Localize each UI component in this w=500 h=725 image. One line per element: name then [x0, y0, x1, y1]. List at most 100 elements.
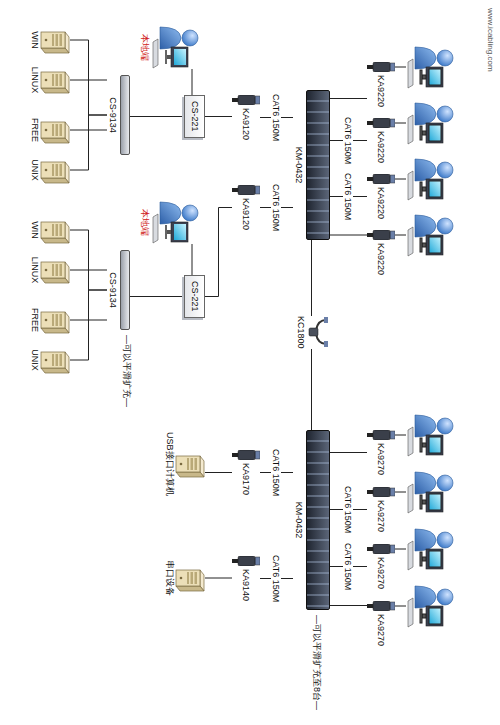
- dongle-icon: [367, 544, 395, 554]
- device-label: FREE: [29, 118, 40, 142]
- switch-chassis: [306, 90, 330, 240]
- adapter-dongle: KA9220: [367, 230, 395, 275]
- cable-connector: [70, 80, 107, 81]
- cable-label: CAT6 150M: [272, 183, 282, 232]
- adapter-dongle: KA9270: [367, 544, 395, 589]
- device-label: 串口设备: [164, 560, 175, 596]
- computer-icon: [40, 65, 70, 95]
- device-label: CS-9134: [107, 272, 118, 308]
- workstation: [408, 159, 453, 200]
- cable-connector: [330, 605, 367, 606]
- workstation: [408, 415, 453, 456]
- console-cable: [395, 67, 406, 606]
- computer-icon: [40, 155, 70, 185]
- computer: LINUX: [29, 255, 70, 285]
- cable-label: CAT6 150M: [344, 542, 354, 591]
- dongle-icon: [367, 430, 395, 440]
- dongle-icon: [232, 556, 260, 566]
- cable-icon: [309, 317, 328, 347]
- workstation: [408, 103, 453, 144]
- device-label: KA9170: [241, 463, 252, 495]
- computer-icon: [40, 215, 70, 245]
- computer: UNIX: [29, 345, 70, 375]
- dongle-icon: [367, 601, 395, 611]
- cable-label: CAT6 150M: [344, 172, 354, 221]
- cable-connector: [192, 69, 193, 95]
- kvm-box: CS-221: [184, 275, 205, 318]
- computer-icon: [40, 345, 70, 375]
- rack-chassis: [120, 75, 130, 155]
- cable-label: CAT6 150M: [272, 448, 282, 497]
- local-console: 本地端: [139, 25, 200, 69]
- cable-label: CAT6 150M: [344, 116, 354, 165]
- device-label: KA9270: [376, 443, 387, 475]
- computer-icon: [40, 305, 70, 335]
- dongle-icon: [232, 185, 260, 195]
- cable-connector: [70, 115, 107, 170]
- computer-icon: [41, 32, 69, 53]
- kvm-rack-switch: CS-9134: [107, 75, 130, 155]
- computer-icon: [176, 570, 204, 591]
- device-label: CS-9134: [107, 97, 118, 133]
- kvm-switch: KM-0432: [293, 430, 330, 610]
- cascade-cable: KC1800: [295, 316, 328, 349]
- dongle-icon: [367, 544, 395, 554]
- workstation: [408, 47, 453, 88]
- device-label: 本地端: [139, 209, 150, 236]
- watermark: www.icabling.com: [485, 8, 496, 72]
- dongle-icon: [367, 430, 395, 440]
- workstation: [408, 586, 453, 627]
- computer-icon: [41, 262, 69, 283]
- user-icon: [153, 27, 198, 68]
- device-label: CS-221: [189, 281, 200, 312]
- device-label: KC1800: [295, 316, 306, 349]
- device-label: WIN: [29, 221, 40, 239]
- adapter-dongle: KA9120: [232, 95, 260, 140]
- device-label: KA9220: [376, 187, 387, 219]
- dongle-icon: [367, 174, 395, 184]
- device-label: KA9270: [376, 557, 387, 589]
- computer: FREE: [29, 115, 70, 145]
- user-icon: [150, 200, 200, 244]
- cable-connector: [205, 578, 232, 579]
- dongle-icon: [367, 487, 395, 497]
- computer: WIN: [29, 215, 70, 245]
- computer-icon: [175, 563, 205, 593]
- kvm-rack-switch: CS-9134: [107, 250, 130, 330]
- device-label: 本地端: [139, 34, 150, 61]
- note: —可以平滑扩充—: [121, 335, 132, 407]
- computer: LINUX: [29, 65, 70, 95]
- device-label: KA9220: [376, 75, 387, 107]
- computer-icon: [176, 456, 204, 477]
- cable-connector: [330, 452, 367, 453]
- device-label: KM-0432: [293, 147, 304, 184]
- computer-icon: [175, 449, 205, 479]
- device-label: KA9220: [376, 131, 387, 163]
- cable-connector: [130, 116, 184, 117]
- device-label: LINUX: [29, 67, 40, 94]
- dongle-icon: [232, 185, 260, 195]
- cable-connector: [70, 270, 107, 271]
- device-label: KA9120: [241, 198, 252, 230]
- computer: FREE: [29, 305, 70, 335]
- dongle-icon: [367, 118, 395, 128]
- device-label: KA9270: [376, 500, 387, 532]
- computer: 串口设备: [164, 560, 205, 596]
- device-label: UNIX: [29, 349, 40, 371]
- cable-connector: [330, 235, 367, 236]
- local-console: 本地端: [139, 200, 200, 244]
- device-label: KA9270: [376, 614, 387, 646]
- device-label: CS-221: [189, 101, 200, 132]
- computer-icon: [40, 25, 70, 55]
- cable-label: CAT6 150M: [272, 93, 282, 142]
- dongle-icon: [232, 556, 260, 566]
- cable-connector: [205, 208, 232, 297]
- cable-connector: [205, 116, 232, 117]
- dongle-icon: [367, 62, 395, 72]
- adapter-dongle: KA9170: [232, 450, 260, 495]
- workstations: [395, 47, 453, 627]
- computer-icon: [40, 255, 70, 285]
- cable-connector: [70, 40, 107, 115]
- dongle-icon: [367, 174, 395, 184]
